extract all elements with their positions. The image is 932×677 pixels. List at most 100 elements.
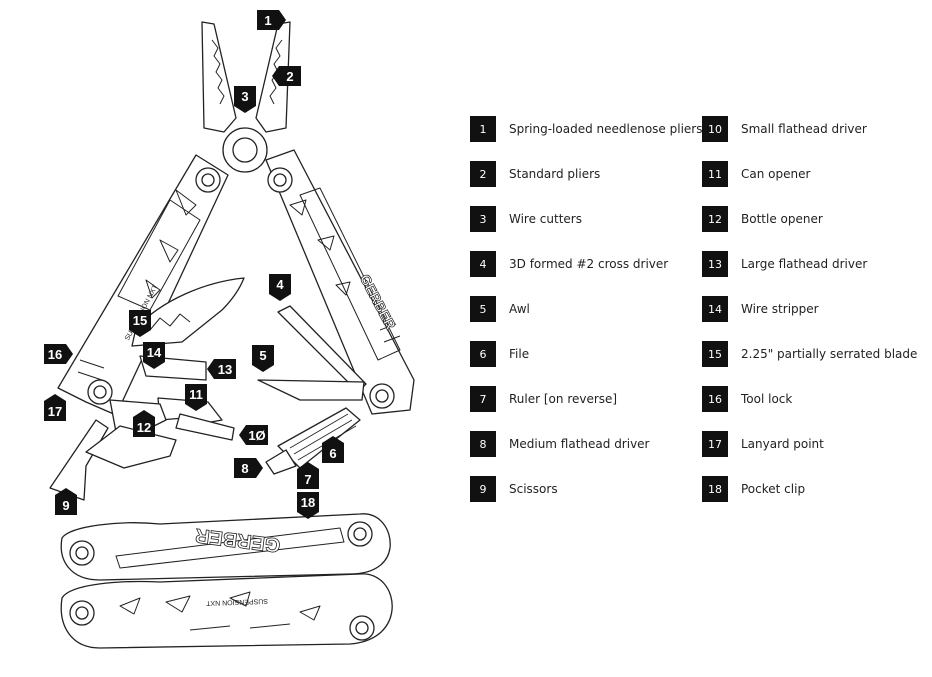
legend-number: 11 (702, 161, 728, 187)
small-flathead-driver (175, 413, 235, 441)
callout-badge (269, 274, 291, 301)
model-text-lower: SUSPENSION NXT (205, 597, 268, 606)
callout-badge (143, 342, 165, 369)
legend-number: 6 (470, 341, 496, 367)
callout-number: 1Ø (248, 428, 265, 443)
callout-15: 15 (129, 310, 151, 337)
legend-label: File (509, 347, 530, 361)
legend-label: Spring-loaded needlenose pliers (509, 122, 703, 136)
callout-number: 3 (241, 89, 248, 104)
legend-label: Awl (509, 302, 530, 316)
legend-item: 16 Tool lock (702, 386, 792, 412)
callout-2: 2 (272, 66, 301, 86)
legend-number: 4 (470, 251, 496, 277)
multitool-diagram: GERBER SUSPENSION NXT GERBER SUSPENSION … (44, 10, 415, 649)
callout-badge (297, 462, 319, 489)
legend-item: 6 File (470, 341, 529, 367)
callout-number: 7 (304, 472, 311, 487)
callout-badge (44, 394, 66, 421)
callout-badge (44, 344, 73, 364)
legend-label: Ruler [on reverse] (509, 392, 618, 406)
callout-badge (133, 410, 155, 437)
callout-3: 3 (234, 86, 256, 113)
callout-5: 5 (252, 345, 274, 372)
callout-16: 16 (44, 344, 73, 364)
closed-tool-lower (60, 573, 393, 649)
legend-label: Tool lock (741, 392, 793, 406)
legend-number: 10 (702, 116, 728, 142)
callout-number: 11 (189, 387, 203, 402)
legend-item: 8 Medium flathead driver (470, 431, 650, 457)
legend-label: Medium flathead driver (509, 437, 650, 451)
awl (257, 379, 365, 401)
callout-badge (129, 310, 151, 337)
legend-item: 2 Standard pliers (470, 161, 600, 187)
callout-13: 13 (207, 359, 236, 379)
legend-label: Pocket clip (741, 482, 806, 496)
legend-label: Wire cutters (509, 212, 582, 226)
legend-label: Lanyard point (741, 437, 824, 451)
legend-label: 3D formed #2 cross driver (509, 257, 669, 271)
legend-number: 18 (702, 476, 728, 502)
legend-number: 7 (470, 386, 496, 412)
callout-12: 12 (133, 410, 155, 437)
callout-number: 12 (137, 420, 151, 435)
callout-4: 4 (269, 274, 291, 301)
legend-item: 7 Ruler [on reverse] (470, 386, 617, 412)
callout-number: 2 (286, 69, 293, 84)
callout-badge (297, 492, 319, 519)
callout-number: 13 (218, 362, 232, 377)
callout-number: 5 (259, 348, 266, 363)
legend-item: 5 Awl (470, 296, 530, 322)
legend-label: Standard pliers (509, 167, 601, 181)
callout-17: 17 (44, 394, 66, 421)
legend-number: 8 (470, 431, 496, 457)
handle-left (57, 154, 229, 416)
callout-1: 1 (257, 10, 286, 30)
legend-number: 2 (470, 161, 496, 187)
callout-18: 18 (297, 492, 319, 519)
callout-number: 16 (48, 347, 62, 362)
callout-badge (252, 345, 274, 372)
callout-number: 14 (147, 345, 162, 360)
legend-number: 15 (702, 341, 728, 367)
legend-label: Small flathead driver (741, 122, 867, 136)
legend-number: 17 (702, 431, 728, 457)
scissors (49, 419, 109, 501)
callout-number: 8 (241, 461, 248, 476)
medium-flathead-driver (265, 449, 297, 475)
callout-number: 9 (62, 498, 69, 513)
legend-item: 11 Can opener (702, 161, 810, 187)
callout-number: 1 (264, 13, 271, 28)
legend-label: Can opener (741, 167, 811, 181)
legend-label: Large flathead driver (741, 257, 868, 271)
legend-number: 5 (470, 296, 496, 322)
legend-number: 16 (702, 386, 728, 412)
callout-6: 6 (322, 436, 344, 463)
callout-badge (234, 458, 263, 478)
pliers-jaw-left (201, 21, 237, 133)
callout-badge (257, 10, 286, 30)
callout-10: 1Ø (239, 425, 268, 445)
callout-badge (272, 66, 301, 86)
legend-label: Bottle opener (741, 212, 823, 226)
closed-tool-upper (60, 513, 391, 581)
legend-item: 18 Pocket clip (702, 476, 805, 502)
callout-number: 17 (48, 404, 62, 419)
callout-number: 4 (276, 277, 284, 292)
callout-14: 14 (143, 342, 165, 369)
callout-badge (322, 436, 344, 463)
legend-number: 3 (470, 206, 496, 232)
legend-item: 10 Small flathead driver (702, 116, 867, 142)
legend-item: 4 3D formed #2 cross driver (470, 251, 668, 277)
callout-number: 15 (133, 313, 147, 328)
legend-number: 9 (470, 476, 496, 502)
callout-badge (55, 488, 77, 515)
legend-item: 3 Wire cutters (470, 206, 582, 232)
